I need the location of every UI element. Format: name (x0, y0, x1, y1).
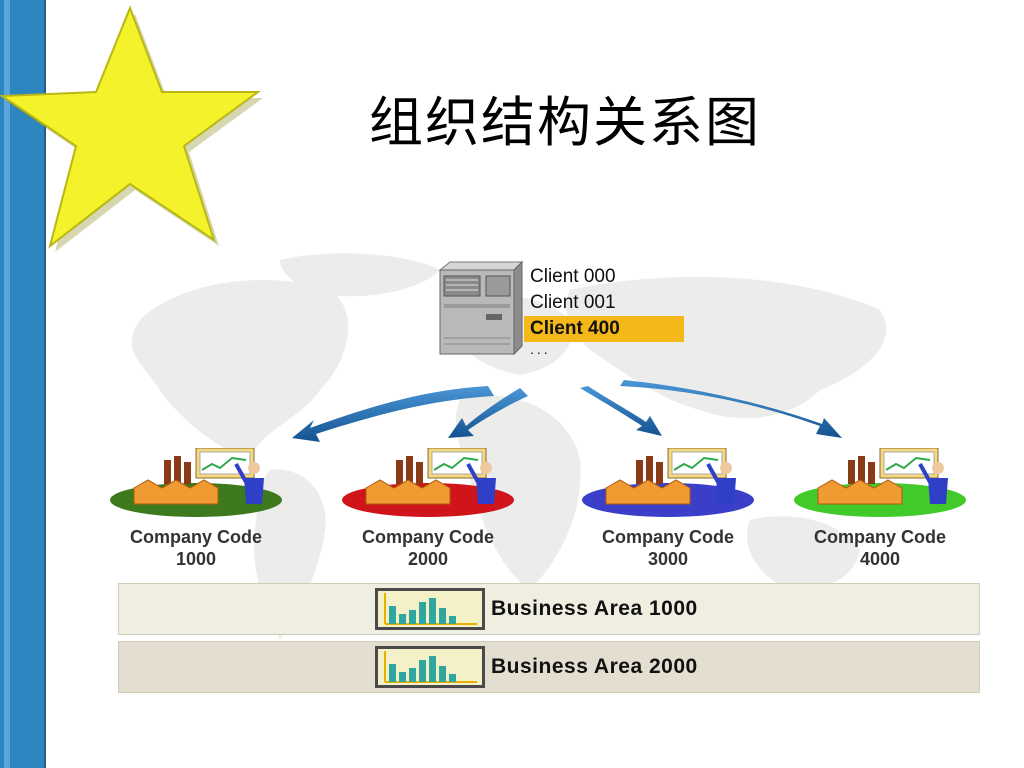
client-list: Client 000 Client 001 Client 400 ... (524, 264, 684, 356)
page-title: 组织结构关系图 (369, 91, 761, 154)
company-code-1000: Company Code 1000 (108, 448, 284, 578)
client-item-selected: Client 400 (524, 316, 684, 342)
arrow-to-company-1000 (292, 386, 494, 442)
business-area-label: Business Area 2000 (491, 655, 698, 678)
company-code-label: Company Code 1000 (129, 527, 262, 569)
bar-chart-icon (375, 588, 485, 630)
arrow-to-company-4000 (620, 380, 842, 438)
company-code-label: Company Code 2000 (361, 527, 494, 569)
company-code-3000: Company Code 3000 (580, 448, 756, 578)
company-code-label: Company Code 3000 (601, 527, 734, 569)
company-code-label: Company Code 4000 (813, 527, 946, 569)
arrow-to-company-3000 (580, 386, 662, 436)
star-icon (0, 5, 263, 252)
company-code-2000: Company Code 2000 (340, 448, 516, 578)
arrow-to-company-2000 (448, 388, 528, 438)
server-icon (438, 260, 524, 356)
client-more-ellipsis: ... (530, 341, 551, 357)
distribution-arrows (292, 380, 842, 442)
company-code-4000: Company Code 4000 (792, 448, 968, 578)
bar-chart-icon (375, 646, 485, 688)
business-area-1000: Business Area 1000 (118, 583, 980, 635)
client-item: Client 001 (530, 292, 616, 313)
factory-icon (110, 448, 282, 517)
client-item: Client 000 (530, 266, 616, 287)
factory-icon (582, 448, 754, 517)
business-area-2000: Business Area 2000 (118, 641, 980, 693)
world-map-background (131, 253, 887, 640)
factory-icon (794, 448, 966, 517)
factory-icon (342, 448, 514, 517)
left-accent-bar (0, 0, 46, 768)
business-area-label: Business Area 1000 (491, 597, 698, 620)
